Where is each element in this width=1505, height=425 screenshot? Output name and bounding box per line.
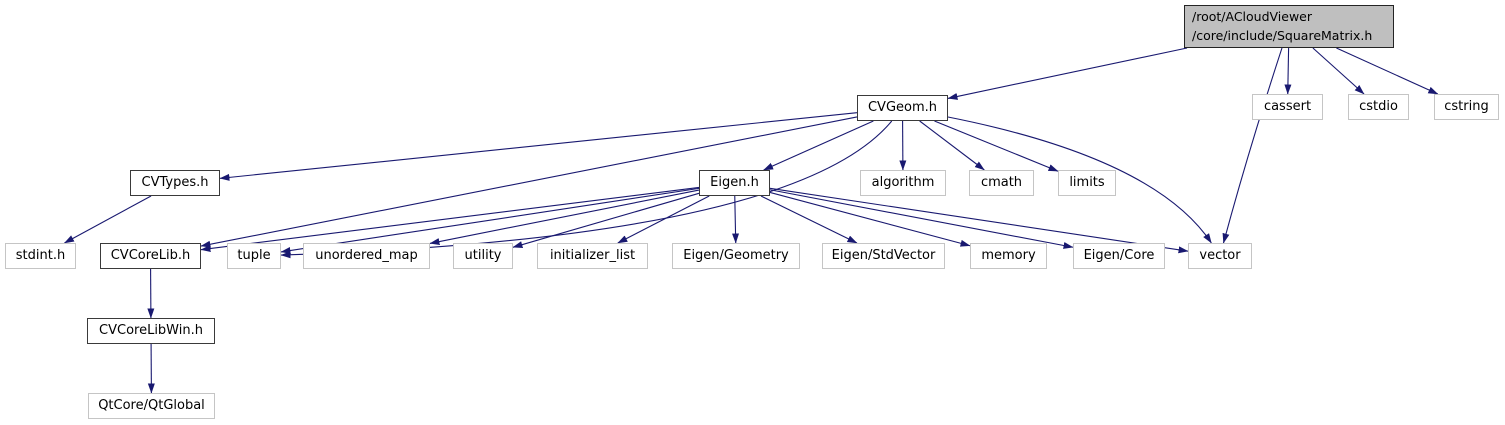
node-stdint: stdint.h	[5, 243, 76, 269]
node-label: CVTypes.h	[141, 175, 209, 191]
node-label: cstring	[1444, 99, 1489, 115]
node-eigen[interactable]: Eigen.h	[699, 170, 770, 196]
node-limits: limits	[1058, 170, 1116, 196]
node-memory: memory	[970, 243, 1047, 269]
node-cstdio: cstdio	[1348, 94, 1409, 120]
node-tuple: tuple	[227, 243, 281, 269]
edge-squarematrix-cstring	[1336, 47, 1439, 95]
node-label: algorithm	[871, 175, 935, 191]
edge-squarematrix-vector	[1222, 47, 1283, 244]
edge-eigen-vector	[769, 187, 1189, 254]
node-eigen_stdvector: Eigen/StdVector	[822, 243, 945, 269]
edge-cvgeom-cvtypes	[219, 112, 858, 181]
node-utility: utility	[453, 243, 513, 269]
node-label: Eigen/StdVector	[831, 248, 936, 264]
edge-eigen-eigen_stdvector	[760, 195, 858, 244]
edge-cvtypes-stdint	[64, 195, 152, 244]
node-label: CVCoreLibWin.h	[99, 323, 203, 339]
node-cvtypes[interactable]: CVTypes.h	[130, 170, 220, 196]
node-label: QtCore/QtGlobal	[98, 398, 205, 414]
node-label: /root/ACloudViewer	[1192, 8, 1313, 24]
node-label: CVCoreLib.h	[110, 248, 191, 264]
node-cvcorelib[interactable]: CVCoreLib.h	[100, 243, 201, 269]
edge-eigen-utility	[512, 192, 700, 249]
node-label: CVGeom.h	[867, 100, 938, 116]
node-label: Eigen.h	[710, 175, 759, 191]
node-cmath: cmath	[969, 170, 1034, 196]
edge-squarematrix-cassert	[1284, 47, 1292, 95]
node-label: cassert	[1263, 99, 1312, 115]
node-label: initializer_list	[549, 248, 636, 264]
node-label: limits	[1069, 175, 1105, 191]
node-unordered_map: unordered_map	[303, 243, 430, 269]
node-label: memory	[981, 248, 1036, 264]
node-cstring: cstring	[1434, 94, 1499, 120]
node-label: cmath	[980, 175, 1023, 191]
edge-eigen-eigen_geometry	[732, 195, 740, 244]
node-initializer_list: initializer_list	[537, 243, 648, 269]
node-label: /core/include/SquareMatrix.h	[1192, 27, 1373, 43]
node-vector: vector	[1188, 243, 1252, 269]
edge-eigen-tuple	[280, 187, 700, 254]
edge-cvgeom-cvcorelib	[200, 116, 858, 248]
edge-cvgeom-cmath	[919, 120, 985, 171]
node-cvgeom[interactable]: CVGeom.h	[857, 95, 948, 121]
node-cvcorelibwin[interactable]: CVCoreLibWin.h	[87, 318, 215, 344]
edge-eigen-initializer_list	[617, 195, 710, 244]
node-qtglobal: QtCore/QtGlobal	[88, 393, 215, 419]
edge-eigen-memory	[769, 191, 971, 247]
node-label: Eigen/Core	[1083, 248, 1155, 264]
edge-eigen-cvcorelib	[200, 186, 700, 252]
node-label: unordered_map	[315, 248, 418, 264]
edge-cvgeom-eigen	[763, 120, 874, 171]
node-algorithm: algorithm	[860, 170, 946, 196]
node-label: stdint.h	[15, 248, 66, 264]
node-cassert: cassert	[1252, 94, 1323, 120]
node-eigen_core: Eigen/Core	[1073, 243, 1165, 269]
edge-eigen-eigen_core	[769, 189, 1074, 249]
node-label: vector	[1199, 248, 1241, 264]
edge-squarematrix-cstdio	[1312, 47, 1365, 95]
edge-squarematrix-cvgeom	[947, 47, 1188, 100]
edge-cvgeom-limits	[934, 120, 1059, 172]
node-label: utility	[464, 248, 502, 264]
node-eigen_geometry: Eigen/Geometry	[672, 243, 800, 269]
node-squarematrix: /root/ACloudViewer/core/include/SquareMa…	[1184, 5, 1394, 48]
node-label: cstdio	[1359, 99, 1398, 115]
edge-cvgeom-vector	[947, 116, 1212, 244]
node-label: Eigen/Geometry	[683, 248, 789, 264]
node-label: tuple	[237, 248, 271, 264]
edge-eigen-unordered_map	[429, 189, 700, 245]
